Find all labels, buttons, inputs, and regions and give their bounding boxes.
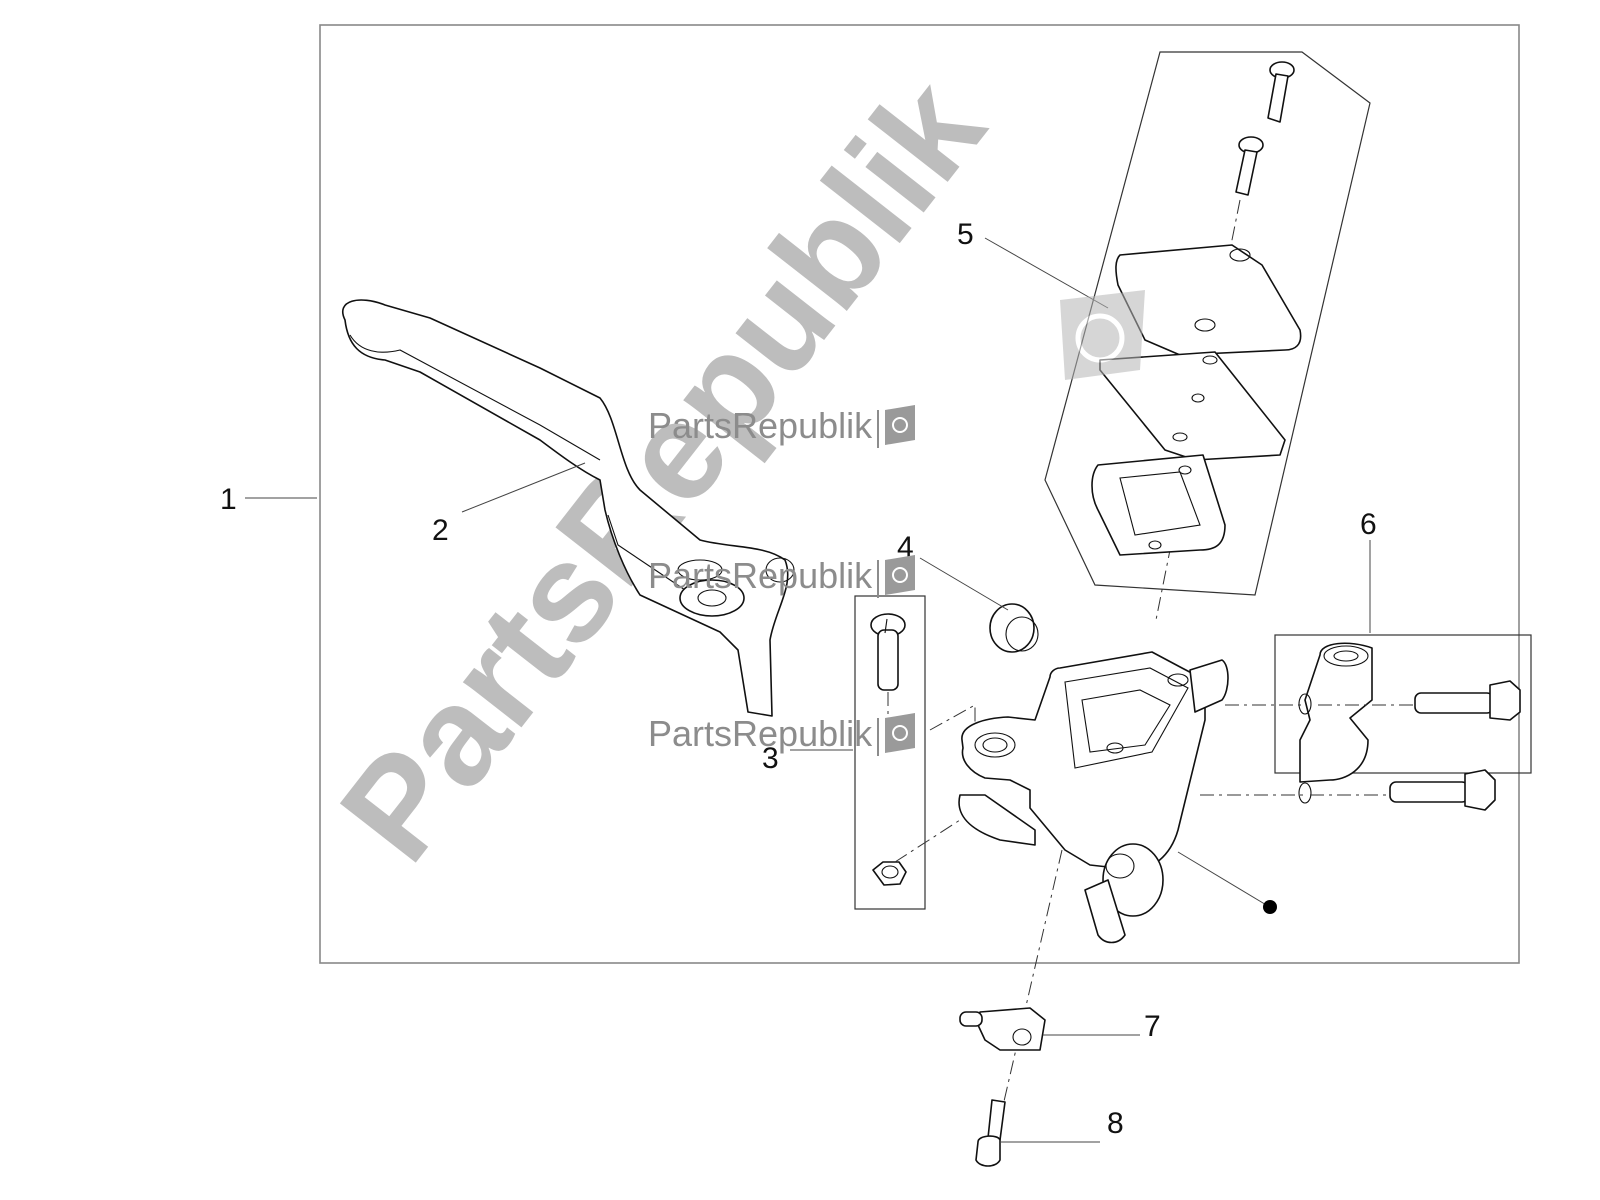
reservoir-screw-2[interactable] bbox=[1235, 136, 1264, 196]
brake-lever[interactable] bbox=[342, 299, 795, 717]
clamp-bolt-1[interactable] bbox=[1414, 680, 1521, 721]
callout-4[interactable]: 4 bbox=[897, 531, 914, 564]
watermark-small-2: PartsRepublik bbox=[648, 555, 915, 598]
reservoir-plate[interactable] bbox=[1099, 351, 1286, 461]
leader-marker bbox=[1177, 851, 1269, 907]
callout-8[interactable]: 8 bbox=[1107, 1107, 1124, 1140]
marker-dot bbox=[1263, 900, 1277, 914]
gear-flag-icon bbox=[885, 405, 915, 445]
switch-bracket[interactable] bbox=[959, 1007, 1046, 1051]
pivot-bolt[interactable] bbox=[870, 613, 906, 691]
svg-text:PartsRepublik: PartsRepublik bbox=[648, 405, 873, 446]
clamp-kit-box bbox=[1274, 634, 1532, 774]
master-cylinder-body[interactable] bbox=[958, 651, 1229, 944]
leader-4 bbox=[919, 557, 1009, 611]
reservoir-diaphragm[interactable] bbox=[1091, 454, 1226, 556]
gear-flag-icon bbox=[885, 555, 915, 595]
pivot-nut[interactable] bbox=[872, 861, 907, 886]
gear-flag-icon bbox=[885, 713, 915, 753]
reservoir-plug[interactable] bbox=[989, 603, 1039, 653]
assembly-frame bbox=[319, 24, 1520, 964]
callout-6[interactable]: 6 bbox=[1360, 508, 1377, 541]
callout-2[interactable]: 2 bbox=[432, 514, 449, 547]
svg-text:PartsRepublik: PartsRepublik bbox=[648, 713, 873, 754]
reservoir-kit-frame bbox=[1044, 51, 1371, 596]
watermark-small-3: PartsRepublik bbox=[648, 713, 915, 756]
callout-1[interactable]: 1 bbox=[220, 483, 237, 516]
callout-7[interactable]: 7 bbox=[1144, 1010, 1161, 1043]
pivot-kit-box bbox=[854, 595, 926, 910]
callout-5[interactable]: 5 bbox=[957, 218, 974, 251]
reservoir-cover[interactable] bbox=[1115, 244, 1302, 356]
watermark-small-1: PartsRepublik bbox=[648, 405, 915, 448]
leader-5 bbox=[984, 237, 1109, 309]
clamp-bolt-2[interactable] bbox=[1389, 769, 1496, 811]
watermark-large-text: PartsRepublik bbox=[310, 50, 1013, 889]
callout-3[interactable]: 3 bbox=[762, 742, 779, 775]
reservoir-screw-1[interactable] bbox=[1267, 61, 1295, 123]
leader-2 bbox=[461, 462, 586, 513]
watermark-gear-logo bbox=[1060, 290, 1145, 380]
svg-text:PartsRepublik: PartsRepublik bbox=[648, 555, 873, 596]
watermark-large: PartsRepublik bbox=[310, 50, 1013, 889]
handlebar-clamp[interactable] bbox=[1298, 642, 1373, 804]
screw[interactable] bbox=[975, 1099, 1006, 1167]
